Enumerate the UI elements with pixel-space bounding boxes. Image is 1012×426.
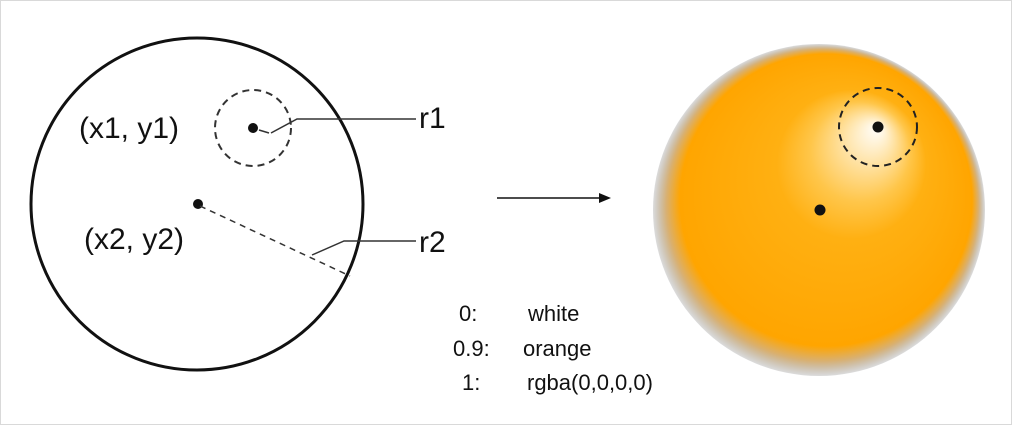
r2-leader-line — [311, 240, 416, 256]
inner-dashed-circle-r1 — [214, 89, 292, 167]
outer-circle-r2 — [29, 36, 365, 372]
legend-stop-2: 1: — [462, 370, 480, 395]
gradient-focus-dashed-circle — [838, 87, 918, 167]
r1-radius-line — [258, 129, 270, 134]
legend-stop-1: 0.9: — [453, 336, 490, 361]
point-x1-y1 — [248, 123, 258, 133]
r2-label: r2 — [419, 226, 446, 259]
point2-label: (x2, y2) — [84, 223, 184, 256]
r2-radius-dashed-line — [199, 205, 351, 277]
gradient-focus-point — [872, 121, 884, 133]
arrow-head-icon — [599, 193, 611, 203]
legend-stop-0: 0: — [459, 301, 477, 326]
r1-leader-line — [270, 118, 416, 134]
legend-color-0: white — [527, 301, 579, 326]
r1-label: r1 — [419, 102, 446, 135]
legend-color-2: rgba(0,0,0,0) — [527, 370, 653, 395]
gradient-center-point — [814, 204, 826, 216]
point1-label: (x1, y1) — [79, 112, 179, 145]
legend-color-1: orange — [523, 336, 592, 361]
